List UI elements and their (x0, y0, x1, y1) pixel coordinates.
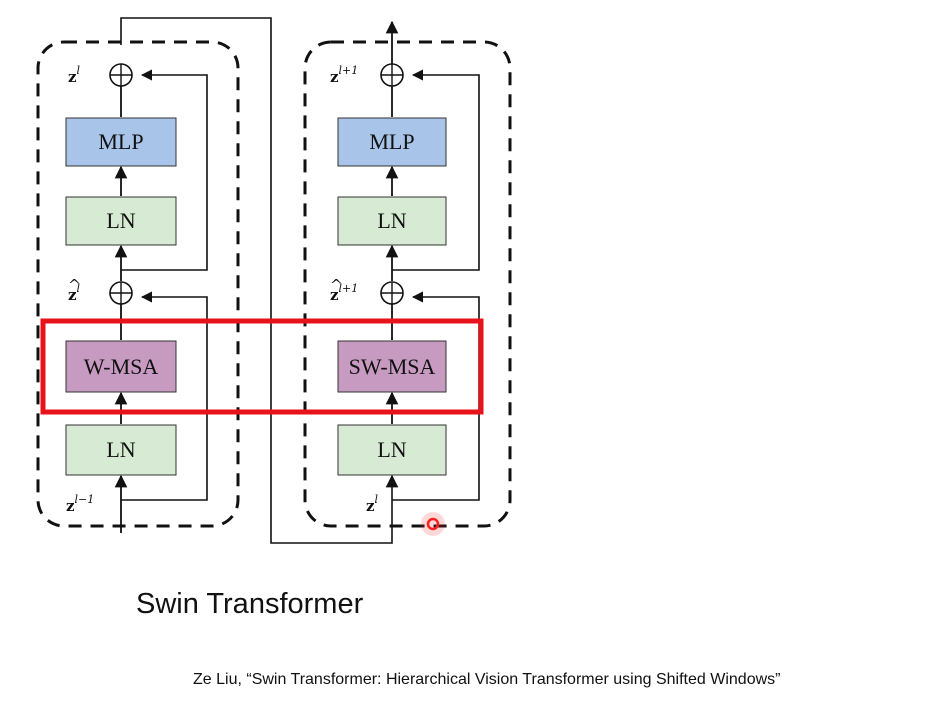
block-boundary (303, 40, 512, 528)
ln-box (337, 196, 447, 246)
residual-add-icon (109, 63, 133, 87)
hat-mark: ^ (68, 276, 81, 294)
hat-z-label: zl (68, 282, 81, 304)
sw-msa-box (337, 340, 447, 393)
hat-z-label: zl+1 (330, 282, 358, 304)
input-z-label: zl−1 (66, 493, 94, 515)
residual-add-icon (109, 281, 133, 305)
w-msa-box (65, 340, 177, 393)
block-w-msa: MLP LN W-MSA LN zl zl ^ zl−1 (36, 40, 240, 533)
sw-msa-label: SW-MSA (349, 354, 436, 379)
mlp-label: MLP (369, 129, 414, 154)
residual-add-icon (380, 281, 404, 305)
ln-box (337, 424, 447, 476)
paper-citation: Ze Liu, “Swin Transformer: Hierarchical … (193, 671, 781, 688)
swin-block-diagram: MLP LN W-MSA LN zl zl ^ zl−1 (36, 17, 512, 544)
mlp-box (65, 117, 177, 167)
block-boundary (36, 40, 240, 528)
ln-box (65, 196, 177, 246)
residual-add-icon (380, 63, 404, 87)
cursor-pointer-icon (421, 512, 445, 536)
msa-highlight-frame (40, 318, 484, 415)
output-z-label: zl (68, 64, 81, 86)
inter-block-connector (120, 17, 393, 544)
w-msa-label: W-MSA (84, 354, 159, 379)
block-sw-msa: MLP LN SW-MSA LN zl+1 zl+1 ^ zl (303, 20, 512, 528)
hat-mark: ^ (330, 276, 343, 294)
figure-caption: Swin Transformer (136, 588, 364, 620)
input-z-label: zl (366, 493, 379, 515)
ln-label: LN (377, 437, 406, 462)
ln-box (65, 424, 177, 476)
ln-label: LN (377, 208, 406, 233)
output-z-label: zl+1 (330, 64, 358, 86)
mlp-label: MLP (98, 129, 143, 154)
ln-label: LN (106, 437, 135, 462)
mlp-box (337, 117, 447, 167)
ln-label: LN (106, 208, 135, 233)
